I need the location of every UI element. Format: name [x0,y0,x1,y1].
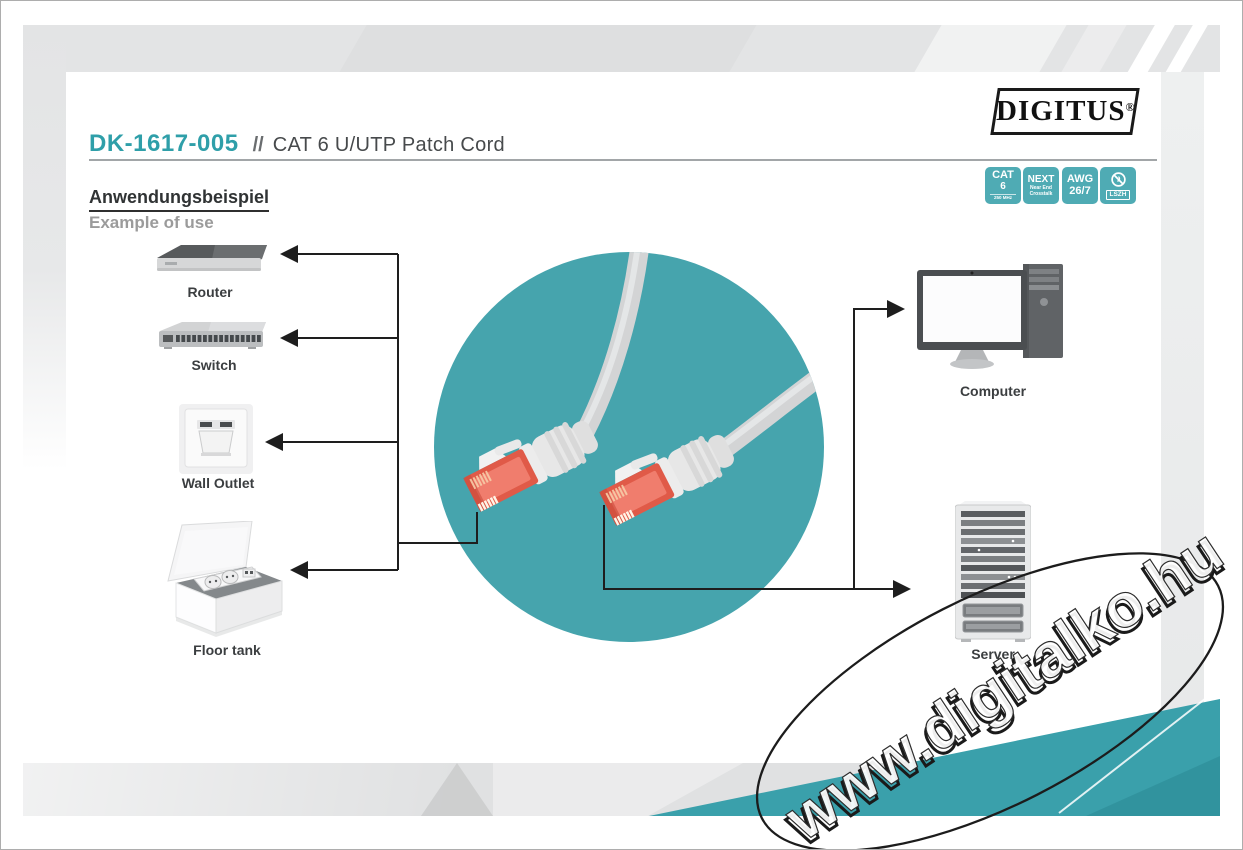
band-highlight [914,25,1067,72]
arrow-to-floor-tank [290,561,308,579]
arrow-to-server [893,580,911,598]
title-separator: // [252,134,264,156]
no-halogen-icon [1110,172,1126,187]
digitus-logo: DIGITUS® [990,88,1140,135]
badge-text: 250 MHz [990,194,1016,201]
device-label-server: Server [971,646,1015,662]
badge-text: 6 [1000,181,1006,193]
section-heading-en: Example of use [89,213,214,232]
arrow-to-wall-outlet [265,433,283,451]
wall-outlet-image [179,404,253,474]
device-label-computer: Computer [959,383,1027,399]
floor-tank-image [167,521,283,637]
header: DK-1617-005 // CAT 6 U/UTP Patch Cord [89,130,505,158]
band-shade [339,25,756,72]
badge-lszh: LSZH [1100,167,1136,204]
band-highlight [1061,25,1127,72]
digitus-logo-text: DIGITUS® [995,95,1135,127]
header-rule [89,159,1157,161]
badge-text: AWG [1066,173,1094,185]
badge-text: CAT [992,169,1014,182]
band-highlight [23,763,453,816]
badge-text: NEXT [1027,173,1055,185]
arrow-to-switch [280,329,298,347]
frame-band-top [23,25,1220,72]
router-image [157,245,267,271]
badge-text: LSZH [1105,189,1131,201]
badge-text: 26/7 [1069,185,1091,197]
registered-mark: ® [1125,100,1135,114]
device-label-floor-tank: Floor tank [193,642,261,658]
product-code: DK-1617-005 [89,130,239,157]
patch-cord-photo-circle [434,252,824,642]
switch-image [159,322,266,349]
brand-name: DIGITUS [995,95,1126,127]
server-image [955,501,1031,642]
section-heading-de: Anwendungsbeispiel [89,187,270,212]
patch-cord-image [463,252,824,527]
badge-awg: AWG 26/7 [1062,167,1098,204]
arrow-to-router [280,245,298,263]
badge-text: Crosstalk [1029,190,1053,197]
arrow-to-computer [887,300,905,318]
device-label-switch: Switch [191,357,237,373]
computer-image [917,264,1063,369]
frame-band-left [23,25,66,470]
badge-cat6: CAT 6 250 MHz [985,167,1021,204]
device-label-wall-outlet: Wall Outlet [181,475,255,491]
badge-next: NEXT Near End Crosstalk [1023,167,1059,204]
badge-text: Near End [1030,184,1052,191]
device-label-router: Router [187,284,233,300]
product-title: CAT 6 U/UTP Patch Cord [272,134,505,156]
